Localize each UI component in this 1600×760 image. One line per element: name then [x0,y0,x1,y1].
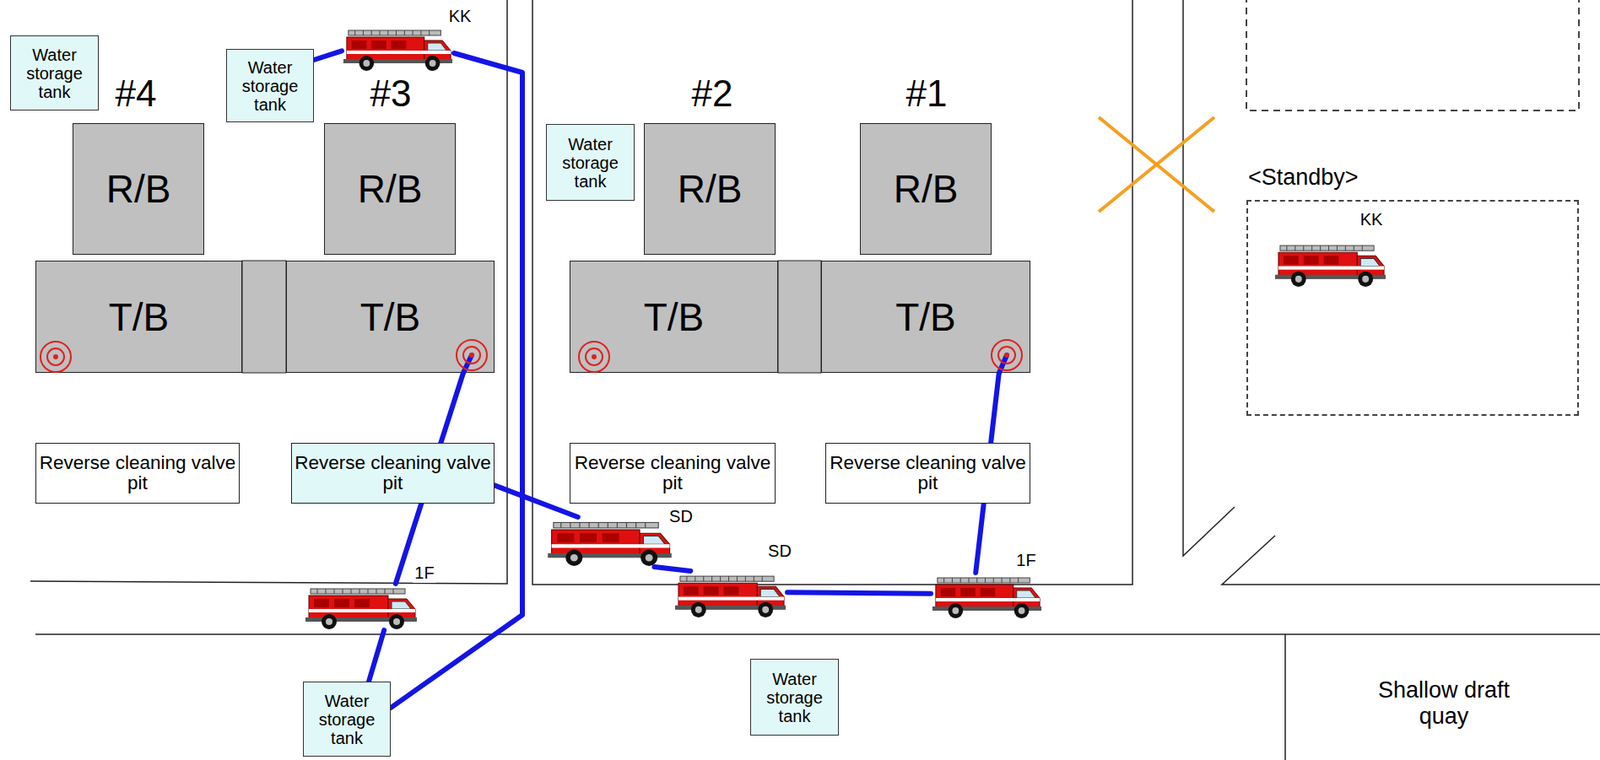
truck-label: KK [1358,210,1385,230]
hose-line [787,592,931,595]
node-label: T/B [108,294,170,341]
water-tank: Water storage tank [545,124,635,201]
fire-truck: 1F [303,583,419,631]
unit-number: #3 [370,72,412,116]
valve-pit: Reverse cleaning valve pit [291,443,495,504]
reactor-building: R/B [72,123,205,255]
area-heading: <Standby> [1248,164,1359,191]
reactor-building: R/B [859,123,992,255]
fire-truck-shape [932,578,1042,619]
node-label: Water storage tank [753,670,836,726]
unit-number: #4 [115,72,157,116]
fire-truck: SD [673,571,788,619]
water-tank: Water storage tank [302,681,391,757]
fire-truck-icon [303,583,419,631]
water-tank: Water storage tank [10,35,99,111]
node-label: T/B [895,294,957,341]
area-label: Shallow draft quay [1372,677,1516,730]
fire-truck-shape [675,576,786,618]
node-label: R/B [357,166,423,212]
turbine-building: T/B [35,260,243,373]
reactor-building: R/B [324,123,456,255]
fire-truck-icon [341,25,455,72]
node-label: Water storage tank [13,45,96,102]
node-label: R/B [106,166,172,212]
fire-truck-shape [547,522,672,566]
node-label: Reverse cleaning valve pit [37,453,238,493]
node-label: R/B [893,166,959,212]
hose-line [494,485,579,518]
node-label: Water storage tank [229,58,311,114]
node-label: Reverse cleaning valve pit [292,453,493,493]
fire-truck: KK [341,25,455,72]
truck-label: SD [766,541,794,562]
fire-truck-icon [1273,240,1388,288]
unit-number: #2 [691,72,734,116]
fire-truck: 1F [930,572,1044,620]
unit-number: #1 [906,72,948,116]
fire-truck-shape [343,30,453,71]
node-label: R/B [677,166,743,212]
fire-truck: SD [545,517,674,568]
fire-truck-icon [545,517,674,568]
hose-line [313,50,342,60]
truck-label: SD [667,507,695,527]
fire-truck-shape [1275,245,1386,287]
water-tank: Water storage tank [226,48,314,123]
node-label: T/B [643,294,705,341]
hose-line [368,630,384,682]
turbine-building: T/B [286,260,495,373]
node-label: Water storage tank [549,135,632,191]
fire-truck: KK [1273,240,1388,288]
truck-label: 1F [1014,551,1038,571]
hose-line [654,567,691,572]
valve-pit: Reverse cleaning valve pit [35,443,240,504]
fire-truck-shape [305,589,417,630]
water-tank: Water storage tank [750,659,839,736]
node-label: T/B [360,294,422,341]
fire-truck-icon [930,572,1044,620]
fire-truck-icon [673,571,788,619]
reactor-building: R/B [643,123,776,255]
node-label: Reverse cleaning valve pit [827,453,1029,493]
turbine-building: T/B [569,260,779,373]
truck-label: 1F [412,563,436,584]
node-label: Water storage tank [306,691,388,748]
truck-label: KK [447,6,474,27]
standby-area: <Standby>KK [1246,200,1579,417]
valve-pit: Reverse cleaning valve pit [825,443,1031,504]
node-label: Reverse cleaning valve pit [571,453,774,493]
turbine-building: T/B [821,260,1031,373]
valve-pit: Reverse cleaning valve pit [569,443,776,504]
